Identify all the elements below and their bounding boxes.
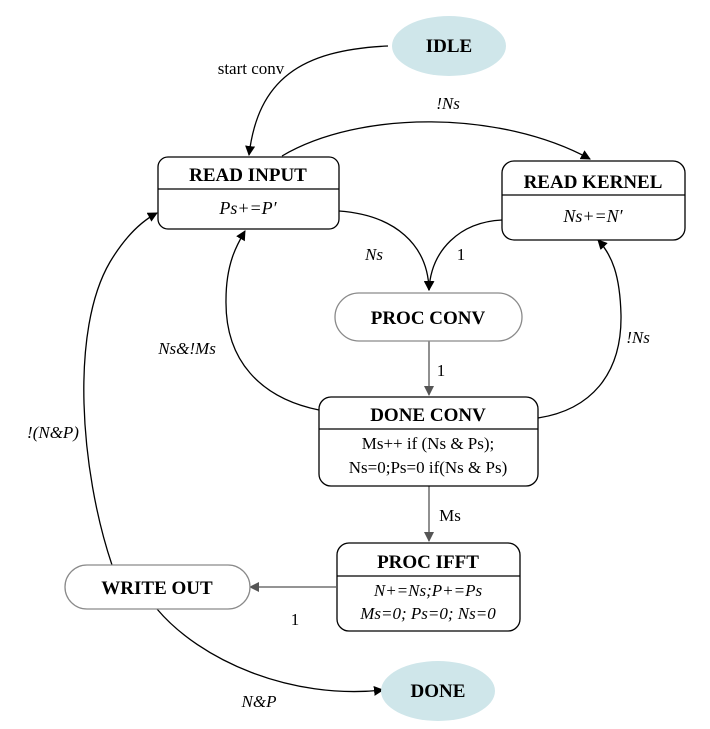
state-read-input-title: READ INPUT [189,165,307,186]
label-one-ifft: 1 [291,610,300,629]
label-n-and-p: N&P [241,692,277,711]
state-done-conv: DONE CONV Ms++ if (Ns & Ps); Ns=0;Ps=0 i… [318,396,539,487]
edge-idle-to-read-input [245,45,389,156]
state-read-input-action: Ps+=P′ [218,198,277,218]
state-read-kernel-action: Ns+=N′ [562,206,623,226]
state-done-conv-title: DONE CONV [370,405,486,426]
state-proc-ifft: PROC IFFT N+=Ns;P+=Ps Ms=0; Ps=0; Ns=0 [336,542,521,632]
label-ms: Ms [439,506,461,525]
state-done-title: DONE [411,681,466,702]
state-done: DONE [381,661,495,721]
edge-read-input-to-proc-conv [338,210,434,291]
state-proc-conv-title: PROC CONV [371,308,486,329]
state-read-kernel: READ KERNEL Ns+=N′ [501,160,686,241]
state-read-kernel-title: READ KERNEL [524,172,663,193]
edge-read-kernel-to-proc-conv [424,219,503,291]
edge-write-out-to-done [156,608,384,696]
state-read-input: READ INPUT Ps+=P′ [157,156,340,230]
edge-done-conv-to-read-kernel [537,239,622,419]
label-ns-not-ms: Ns&!Ms [157,339,216,358]
state-write-out-title: WRITE OUT [101,578,213,599]
state-done-conv-action-2: Ns=0;Ps=0 if(Ns & Ps) [349,458,508,477]
edge-read-input-to-read-kernel [281,121,591,160]
state-write-out: WRITE OUT [64,564,251,610]
label-not-ns-top: !Ns [436,94,460,113]
state-proc-ifft-action-2: Ms=0; Ps=0; Ns=0 [359,604,496,623]
label-start-conv: start conv [218,59,285,78]
state-idle-title: IDLE [426,36,472,57]
state-proc-conv: PROC CONV [334,292,523,342]
state-proc-ifft-title: PROC IFFT [377,552,479,573]
state-idle: IDLE [392,16,506,76]
label-one-conv: 1 [437,361,446,380]
state-proc-ifft-action-1: N+=Ns;P+=Ps [373,581,483,600]
edge-done-conv-to-read-input [225,230,320,411]
label-one-kernel: 1 [457,245,466,264]
state-done-conv-action-1: Ms++ if (Ns & Ps); [362,434,495,453]
edge-write-out-to-read-input [83,212,158,566]
label-not-n-and-p: !(N&P) [27,423,79,442]
label-not-ns-right: !Ns [626,328,650,347]
label-ns: Ns [364,245,383,264]
